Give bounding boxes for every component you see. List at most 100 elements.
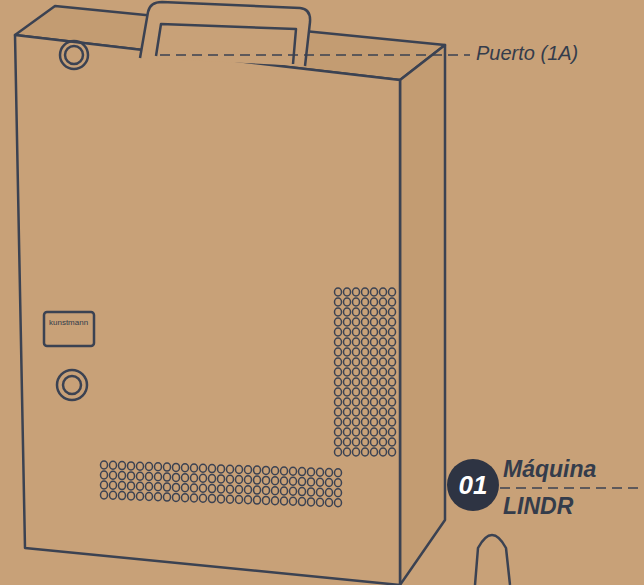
vent-hole	[371, 318, 378, 326]
part-label: Puerto (1A)	[476, 42, 578, 65]
vent-hole	[182, 484, 189, 492]
vent-hole	[146, 473, 153, 481]
front-face	[15, 35, 400, 585]
part-label: LINDR	[503, 493, 573, 520]
vent-hole	[380, 438, 387, 446]
vent-hole	[227, 495, 234, 503]
vent-hole	[389, 308, 396, 316]
vent-hole	[272, 467, 279, 475]
vent-hole	[380, 288, 387, 296]
knob-cap	[63, 376, 81, 394]
vent-hole	[380, 298, 387, 306]
vent-hole	[344, 398, 351, 406]
vent-hole	[371, 298, 378, 306]
vent-hole	[335, 378, 342, 386]
vent-hole	[389, 398, 396, 406]
vent-hole	[371, 328, 378, 336]
vent-hole	[335, 288, 342, 296]
vent-hole	[353, 298, 360, 306]
vent-hole	[164, 463, 171, 471]
vent-hole	[371, 308, 378, 316]
vent-hole	[389, 408, 396, 416]
vent-hole	[245, 476, 252, 484]
vent-hole	[254, 466, 261, 474]
vent-hole	[344, 388, 351, 396]
vent-hole	[335, 418, 342, 426]
knob	[57, 370, 87, 400]
vent-hole	[362, 288, 369, 296]
vent-hole	[380, 378, 387, 386]
vent-hole	[245, 466, 252, 474]
vent-hole	[353, 308, 360, 316]
vent-hole	[335, 448, 342, 456]
vent-hole	[389, 348, 396, 356]
vent-hole	[380, 418, 387, 426]
vent-hole	[389, 368, 396, 376]
vent-hole	[371, 288, 378, 296]
vent-hole	[362, 358, 369, 366]
vent-hole	[110, 461, 117, 469]
vent-hole	[308, 488, 315, 496]
vent-hole	[362, 368, 369, 376]
vent-hole	[380, 338, 387, 346]
vent-hole	[380, 308, 387, 316]
vent-hole	[335, 408, 342, 416]
vent-hole	[335, 479, 342, 487]
vent-hole	[128, 492, 135, 500]
vent-hole	[326, 499, 333, 507]
vent-hole	[371, 438, 378, 446]
vent-hole	[281, 477, 288, 485]
vent-hole	[308, 498, 315, 506]
vent-hole	[389, 428, 396, 436]
vent-hole	[155, 463, 162, 471]
vent-hole	[281, 497, 288, 505]
vent-hole	[209, 485, 216, 493]
vent-hole	[371, 388, 378, 396]
vent-hole	[281, 467, 288, 475]
vent-hole	[326, 489, 333, 497]
machine-outline	[15, 2, 510, 585]
vent-hole	[146, 493, 153, 501]
vent-hole	[389, 448, 396, 456]
vent-hole	[389, 338, 396, 346]
vent-hole	[299, 498, 306, 506]
vent-hole	[344, 308, 351, 316]
vent-hole	[317, 468, 324, 476]
vent-hole	[380, 428, 387, 436]
vent-hole	[362, 438, 369, 446]
vent-hole	[371, 408, 378, 416]
vent-hole	[191, 474, 198, 482]
vent-hole	[353, 318, 360, 326]
circle-fill	[447, 459, 499, 511]
part-label: Máquina	[503, 456, 596, 483]
vent-hole	[335, 358, 342, 366]
vent-hole	[218, 465, 225, 473]
vent-hole	[119, 482, 126, 490]
vent-hole	[308, 478, 315, 486]
vent-hole	[317, 498, 324, 506]
vent-hole	[353, 448, 360, 456]
vent-hole	[326, 469, 333, 477]
vent-hole	[344, 358, 351, 366]
vent-hole	[263, 496, 270, 504]
vent-hole	[353, 418, 360, 426]
logo-plate	[44, 312, 94, 346]
vent-hole	[182, 494, 189, 502]
vent-hole	[317, 478, 324, 486]
vent-hole	[344, 348, 351, 356]
vent-hole	[200, 474, 207, 482]
callout-circle: 01	[447, 459, 499, 511]
vent-hole	[371, 378, 378, 386]
vent-hole	[182, 474, 189, 482]
vent-hole	[254, 496, 261, 504]
vent-hole	[371, 448, 378, 456]
vent-hole	[353, 398, 360, 406]
vent-hole	[155, 493, 162, 501]
vent-hole	[371, 428, 378, 436]
vent-hole	[362, 448, 369, 456]
vent-hole	[128, 482, 135, 490]
vent-hole	[371, 348, 378, 356]
vent-hole	[137, 462, 144, 470]
vent-hole	[164, 483, 171, 491]
vent-hole	[110, 491, 117, 499]
